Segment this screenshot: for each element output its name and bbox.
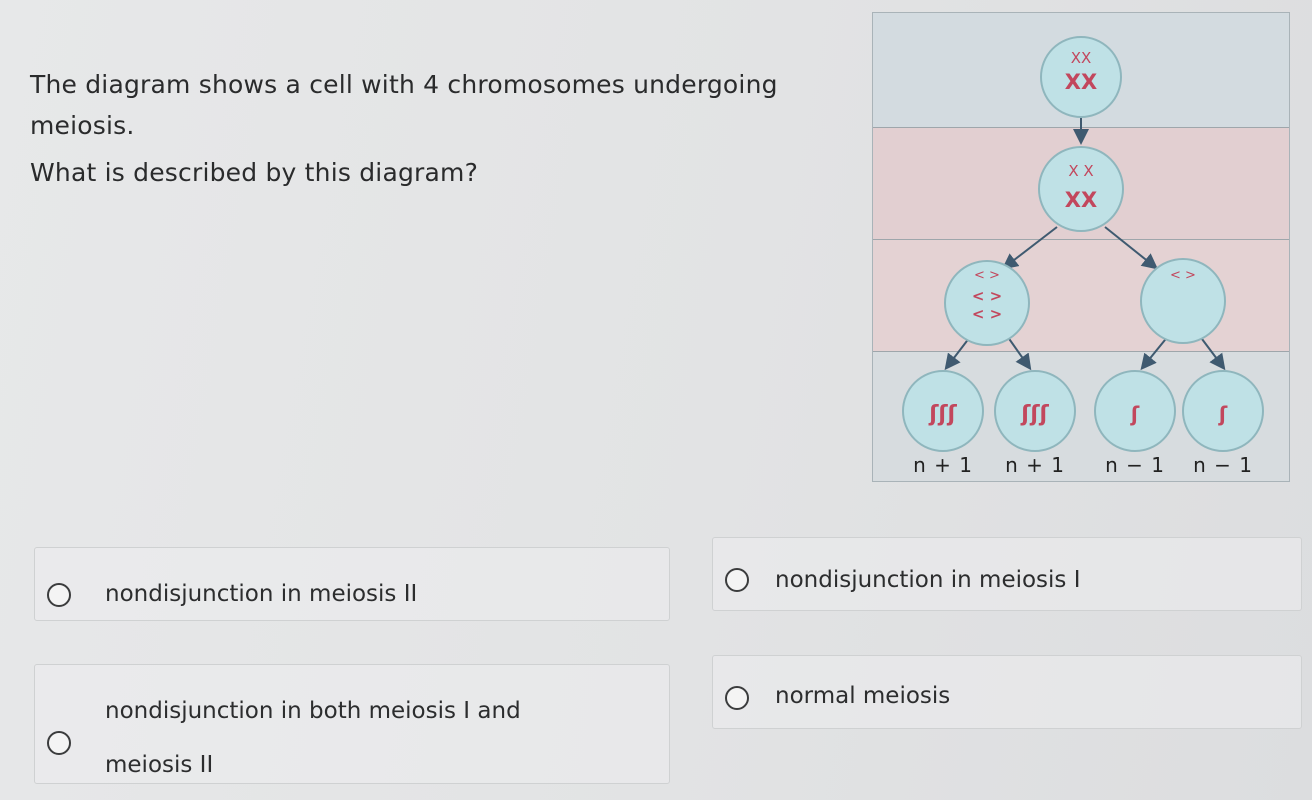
svg-text:ʃʃʃ: ʃʃʃ bbox=[928, 402, 957, 427]
gamete-label-3: n − 1 bbox=[1105, 453, 1165, 477]
meiosis-1-cell-left: < > < > < > bbox=[944, 260, 1030, 346]
question-prompt: What is described by this diagram? bbox=[30, 158, 479, 187]
svg-text:X X: X X bbox=[1068, 162, 1093, 180]
meiosis-1-cell-right: < > bbox=[1140, 258, 1226, 344]
svg-text:XX: XX bbox=[1065, 188, 1097, 212]
arrow bbox=[1198, 334, 1226, 371]
radio-button[interactable] bbox=[47, 583, 71, 607]
gamete-cell-3: ʃ bbox=[1094, 370, 1176, 452]
gamete-cell-2: ʃʃʃ bbox=[994, 370, 1076, 452]
option-label: normal meiosis bbox=[775, 683, 951, 709]
arrow bbox=[1104, 226, 1159, 270]
gamete-label-4: n − 1 bbox=[1193, 453, 1253, 477]
svg-text:< >: < > bbox=[972, 287, 1002, 305]
answer-option-nondisjunction-meiosis-1[interactable]: nondisjunction in meiosis I bbox=[712, 537, 1302, 611]
question-text-line-1: The diagram shows a cell with 4 chromoso… bbox=[30, 70, 778, 99]
answer-option-nondisjunction-meiosis-2[interactable]: nondisjunction in meiosis II bbox=[34, 547, 670, 621]
question-text-line-2: meiosis. bbox=[30, 111, 135, 140]
arrow bbox=[1001, 226, 1058, 270]
svg-text:ʃ: ʃ bbox=[1218, 402, 1228, 426]
answer-option-nondisjunction-both[interactable]: nondisjunction in both meiosis I and mei… bbox=[34, 664, 670, 784]
svg-text:XX: XX bbox=[1071, 49, 1092, 67]
answer-option-normal-meiosis[interactable]: normal meiosis bbox=[712, 655, 1302, 729]
svg-text:< >: < > bbox=[974, 268, 1000, 283]
gamete-label-1: n + 1 bbox=[913, 453, 973, 477]
option-label: nondisjunction in meiosis II bbox=[105, 581, 418, 607]
option-label-line-1: nondisjunction in both meiosis I and bbox=[105, 698, 521, 724]
option-label: nondisjunction in meiosis I bbox=[775, 567, 1081, 593]
band-divider bbox=[873, 239, 1289, 240]
svg-text:XX: XX bbox=[1065, 70, 1097, 94]
radio-button[interactable] bbox=[725, 568, 749, 592]
radio-button[interactable] bbox=[47, 731, 71, 755]
gamete-cell-1: ʃʃʃ bbox=[902, 370, 984, 452]
parent-cell: XX XX bbox=[1040, 36, 1122, 118]
gamete-label-2: n + 1 bbox=[1005, 453, 1065, 477]
band-divider bbox=[873, 351, 1289, 352]
svg-text:ʃ: ʃ bbox=[1130, 402, 1140, 426]
radio-button[interactable] bbox=[725, 686, 749, 710]
diagram-drawing: XX XX X X XX < > < > < > < > ʃʃʃ ʃʃʃ bbox=[902, 36, 1264, 452]
meiosis-diagram: XX XX X X XX < > < > < > < > ʃʃʃ ʃʃʃ bbox=[872, 12, 1290, 482]
svg-text:< >: < > bbox=[972, 305, 1002, 323]
gamete-cell-4: ʃ bbox=[1182, 370, 1264, 452]
replicated-cell: X X XX bbox=[1038, 146, 1124, 232]
arrow bbox=[1140, 334, 1170, 371]
option-label-line-2: meiosis II bbox=[105, 752, 214, 778]
svg-text:ʃʃʃ: ʃʃʃ bbox=[1020, 402, 1049, 427]
svg-text:< >: < > bbox=[1170, 268, 1196, 283]
